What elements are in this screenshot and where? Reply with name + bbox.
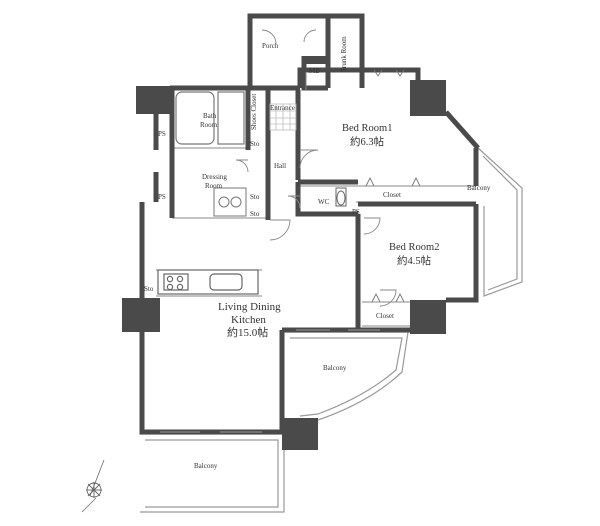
porch-label: Porch <box>262 42 279 50</box>
compass-icon <box>81 459 105 513</box>
trunk-room-label: Trunk Room <box>340 36 348 72</box>
closet-bed1-label: Closet <box>383 191 401 199</box>
pillars <box>122 56 446 450</box>
closet-bed2-label: Closet <box>376 312 394 320</box>
bed-room1-size: 約6.3帖 <box>350 135 385 148</box>
room-labels: Porch Trunk Room MB Entrance Shoes Close… <box>144 36 491 470</box>
door-swings <box>235 29 397 307</box>
bath-label-2: Room <box>200 121 218 129</box>
ps-label-mid: PS <box>158 193 166 201</box>
sto-hall-label: Sto <box>250 210 260 218</box>
hall-label: Hall <box>274 162 286 170</box>
ldk-label-1: Living Dining <box>218 301 281 313</box>
balcony-bottom-label: Balcony <box>194 462 218 470</box>
walls <box>139 13 480 435</box>
bath-label-1: Bath <box>203 112 217 120</box>
closet-marks <box>365 69 421 303</box>
ps-wc-label: PS <box>352 208 360 216</box>
dressing-fixtures <box>213 187 247 217</box>
bed-room2-size: 約4.5帖 <box>397 254 432 267</box>
bed-room2-label: Bed Room2 <box>389 242 439 253</box>
kitchen-counter <box>157 269 259 295</box>
shoes-closet-label: Shoes Closet <box>250 94 258 130</box>
balcony-right-label: Balcony <box>467 184 491 192</box>
ldk-label-2: Kitchen <box>231 314 266 326</box>
dressing-label-1: Dressing <box>202 173 227 181</box>
mb-label: MB <box>309 67 320 75</box>
balcony-middle-label: Balcony <box>323 364 347 372</box>
sto-dressing-label: Sto <box>250 193 260 201</box>
entrance-tiles <box>269 103 297 131</box>
window-marks <box>160 329 380 433</box>
dressing-label-2: Room <box>205 182 223 190</box>
bathtub <box>175 91 245 145</box>
sto-kitchen-label: Sto <box>144 285 154 293</box>
wc-label: WC <box>318 198 330 206</box>
entrance-label: Entrance <box>270 104 295 112</box>
ps-label-top: PS <box>158 130 166 138</box>
sto-bath-label: Sto <box>250 140 260 148</box>
ldk-size: 約15.0帖 <box>227 325 268 339</box>
bed-room1-label: Bed Room1 <box>342 123 392 134</box>
toilet <box>335 187 347 207</box>
